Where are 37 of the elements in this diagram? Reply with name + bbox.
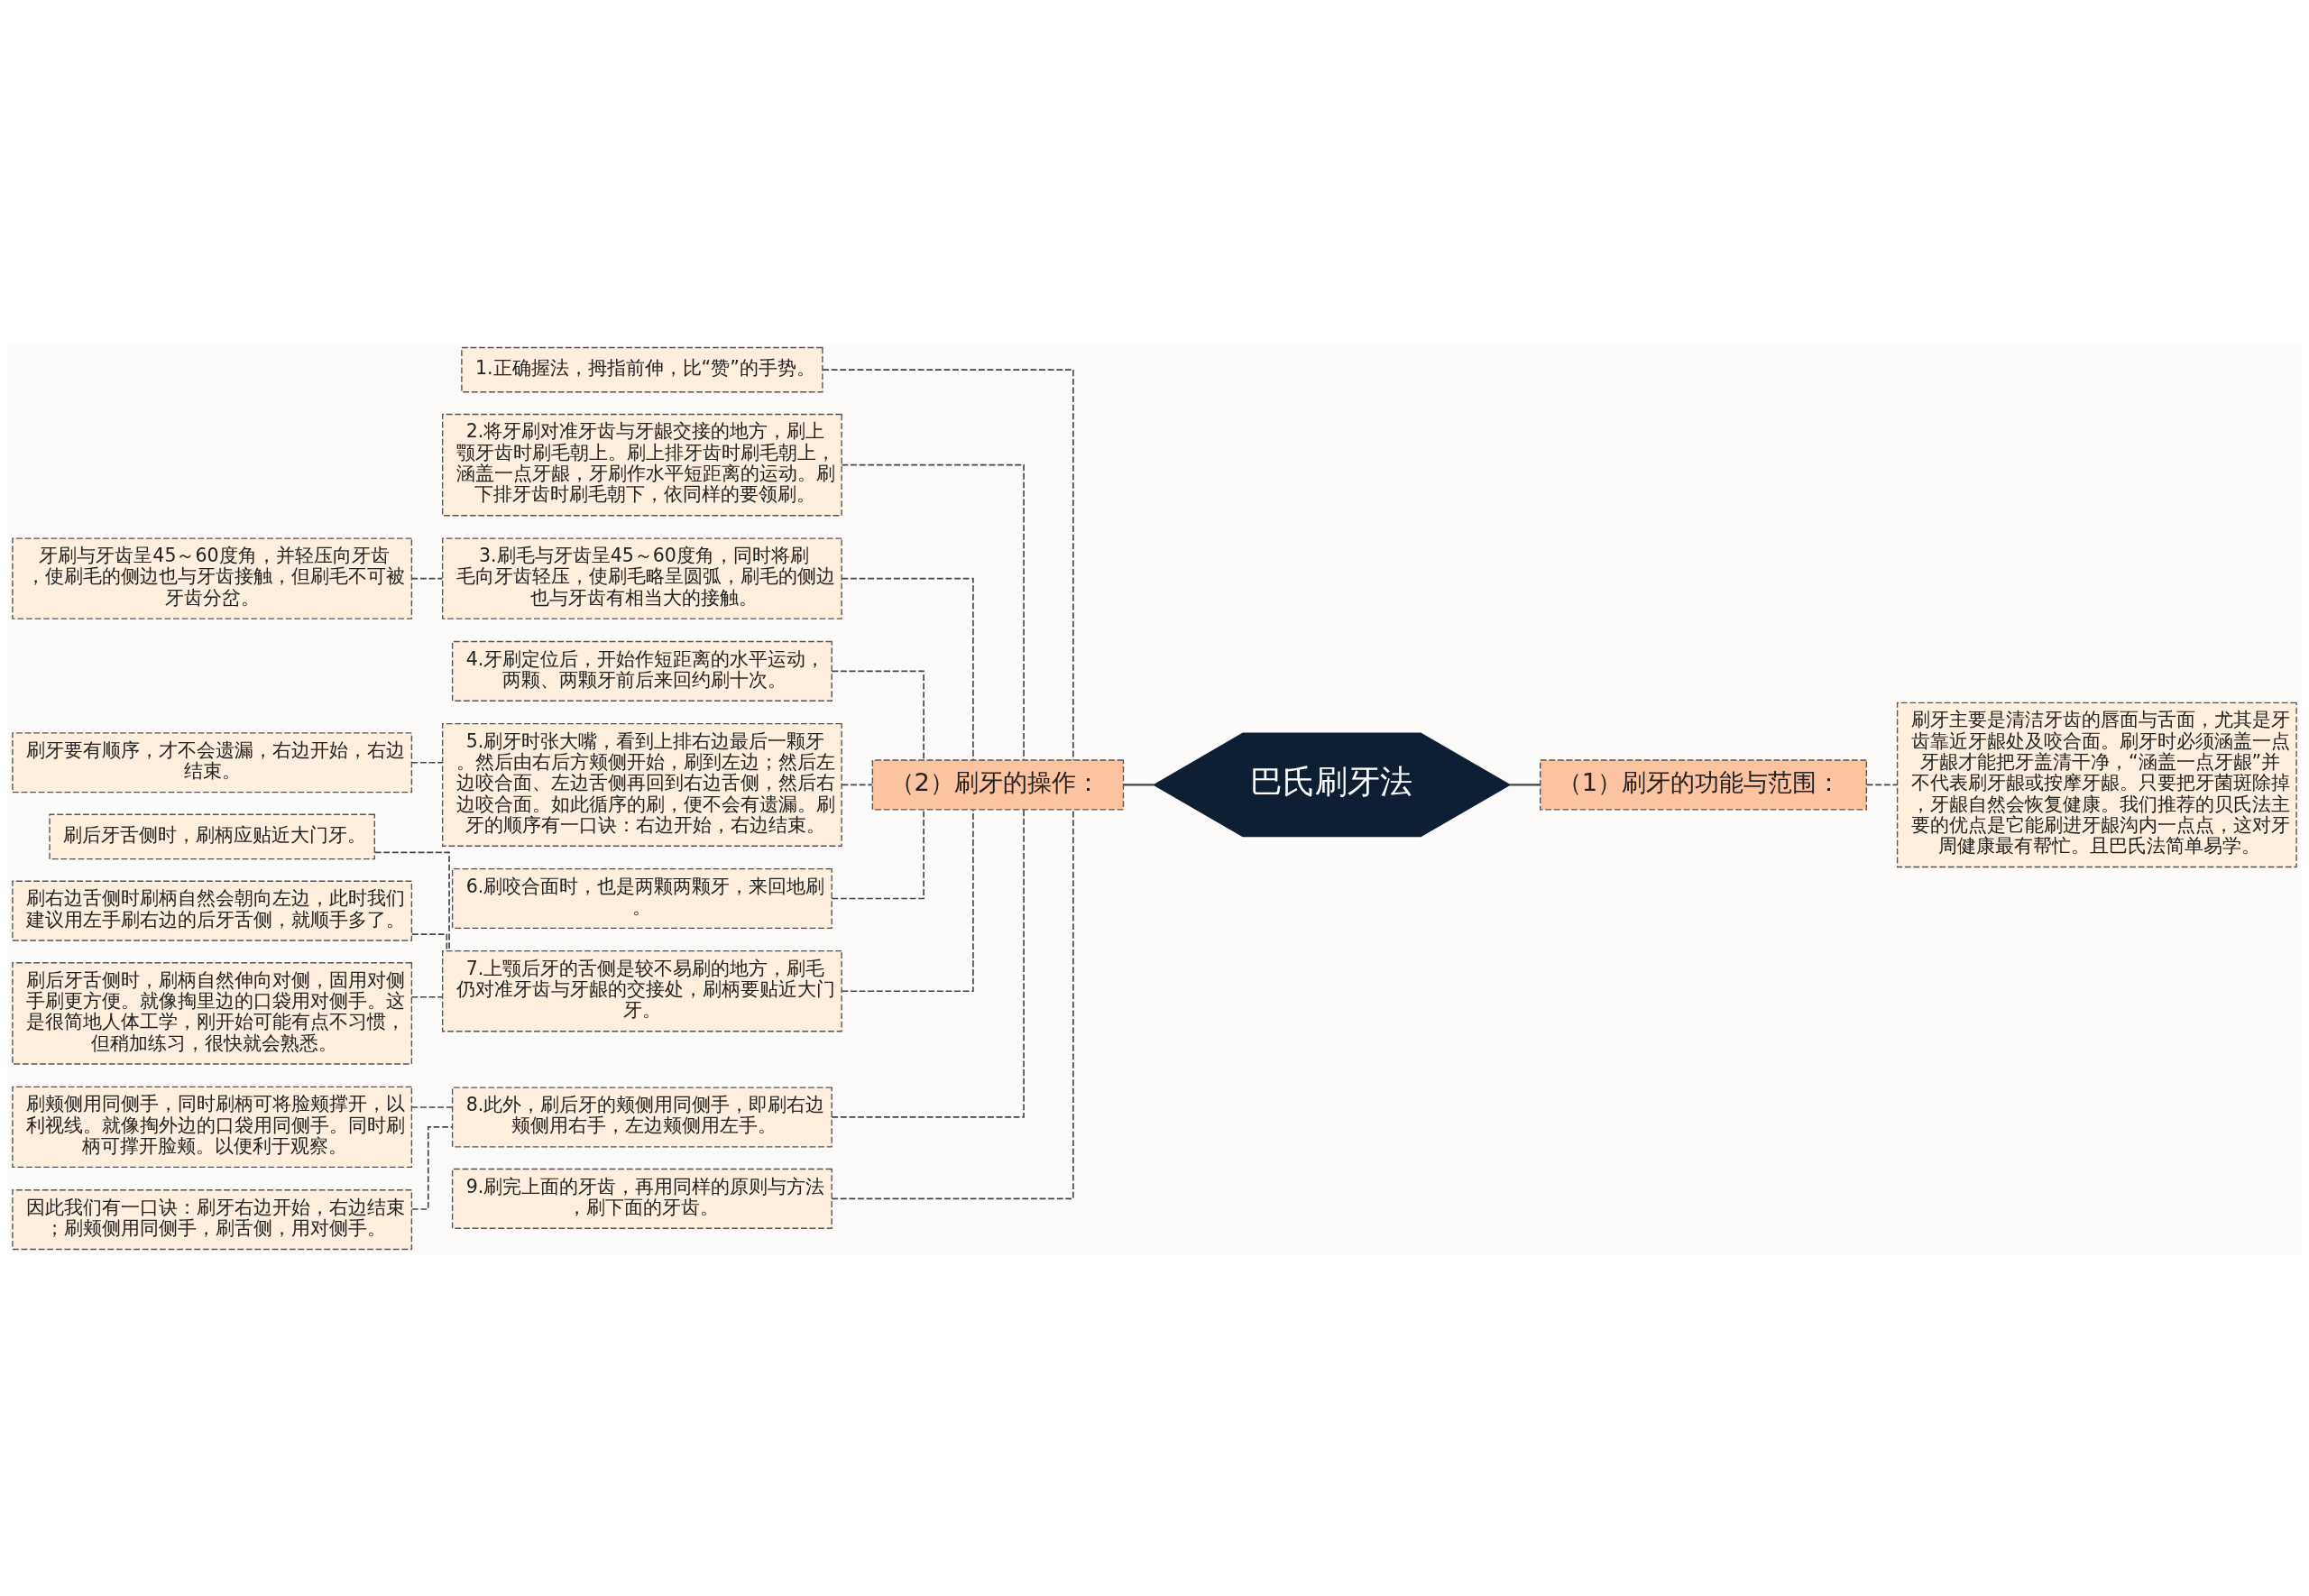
- node-box: （1）刷牙的功能与范围：: [1540, 758, 1868, 810]
- node-box: 1.正确握法，拇指前伸，比“赞”的手势。: [461, 346, 823, 392]
- connector: [841, 463, 1025, 760]
- node-box: 牙刷与牙齿呈45～60度角，并轻压向牙齿，使刷毛的侧边也与牙齿接触，但刷毛不可被牙齿分岔。: [12, 537, 413, 619]
- connector: [410, 1105, 454, 1108]
- node-box: 3.刷毛与牙齿呈45～60度角，同时将刷毛向牙齿轻压，使刷毛略呈圆弧，刷毛的侧边也与牙齿有相当大的接触。: [441, 537, 842, 619]
- connector: [410, 995, 444, 998]
- connector: [831, 809, 925, 899]
- node-box: 刷牙要有顺序，才不会遗漏，右边开始，右边结束。: [12, 731, 413, 793]
- node-box: 2.将牙刷对准牙齿与牙龈交接的地方，刷上颚牙齿时刷毛朝上。刷上排牙齿时刷毛朝上，涵盖一点牙龈，牙刷作水平短距离的运动。刷下排牙齿时刷毛朝下，依同样的要领刷。: [441, 413, 842, 516]
- node-box: 刷右边舌侧时刷柄自然会朝向左边，此时我们建议用左手刷右边的后牙舌侧，就顺手多了。: [12, 880, 413, 941]
- connector: [410, 577, 444, 579]
- node-box: 刷后牙舌侧时，刷柄自然伸向对侧，固用对侧手刷更方便。就像掏里边的口袋用对侧手。这是很简地人体工学，刚开始可能有点不习惯，但稍加练习，很快就会熟悉。: [12, 961, 413, 1065]
- node-box: 4.牙刷定位后，开始作短距离的水平运动，两颗、两颗牙前后来回约刷十次。: [451, 640, 833, 702]
- node-box: 6.刷咬合面时，也是两颗两颗牙，来回地刷。: [451, 867, 833, 929]
- node-box: 9.刷完上面的牙齿，再用同样的原则与方法，刷下面的牙齿。: [451, 1168, 833, 1229]
- connector: [841, 784, 873, 785]
- connector: [411, 932, 448, 951]
- connector: [831, 808, 1025, 1118]
- node-box: 因此我们有一口诀：刷牙右边开始，右边结束；刷颊侧用同侧手，刷舌侧，用对侧手。: [12, 1188, 413, 1250]
- connector: [410, 761, 444, 764]
- node-box: 7.上颚后牙的舌侧是较不易刷的地方，刷毛仍对准牙齿与牙龈的交接处，刷柄要贴近大门牙。: [441, 949, 842, 1032]
- node-box: 刷颊侧用同侧手，同时刷柄可将脸颊撑开，以利视线。就像掏外边的口袋用同侧手。同时刷柄可撑开脸颊。以便利于观察。: [12, 1086, 413, 1168]
- connector: [1865, 784, 1899, 785]
- node-box: 刷牙主要是清洁牙齿的唇面与舌面，尤其是牙齿靠近牙龈处及咬合面。刷牙时必须涵盖一点牙龈才能把牙盖清干净，“涵盖一点牙龈”并不代表刷牙龈或按摩牙龈。只要把牙菌斑除掉，牙龈自然会恢复健康。我们推荐的贝氏法主要的优点是它能刷进牙龈沟内一点点，这对牙周健康最有帮忙。且巴氏法简单易学。: [1896, 702, 2297, 867]
- node-box: 刷后牙舌侧时，刷柄应贴近大门牙。: [49, 813, 375, 859]
- node-box: 8.此外，刷后牙的颊侧用同侧手，即刷右边颊侧用右手，左边颊侧用左手。: [451, 1086, 833, 1147]
- connector: [1509, 783, 1541, 786]
- connector: [831, 670, 925, 760]
- connector: [841, 808, 974, 992]
- connector: [822, 368, 1074, 761]
- connector: [841, 577, 974, 761]
- node-box: （2）刷牙的操作：: [871, 758, 1125, 810]
- connector: [831, 808, 1074, 1199]
- node-box: 5.刷牙时张大嘴，看到上排右边最后一颗牙。然后由右后方颊侧开始，刷到左边；然后左边咬合面、左边舌侧再回到右边舌侧，然后右边咬合面。如此循序的刷，便不会有遗漏。刷牙的顺序有一口诀：右边开始，右边结束。: [441, 722, 842, 847]
- connector: [1123, 783, 1154, 786]
- connector: [373, 851, 450, 951]
